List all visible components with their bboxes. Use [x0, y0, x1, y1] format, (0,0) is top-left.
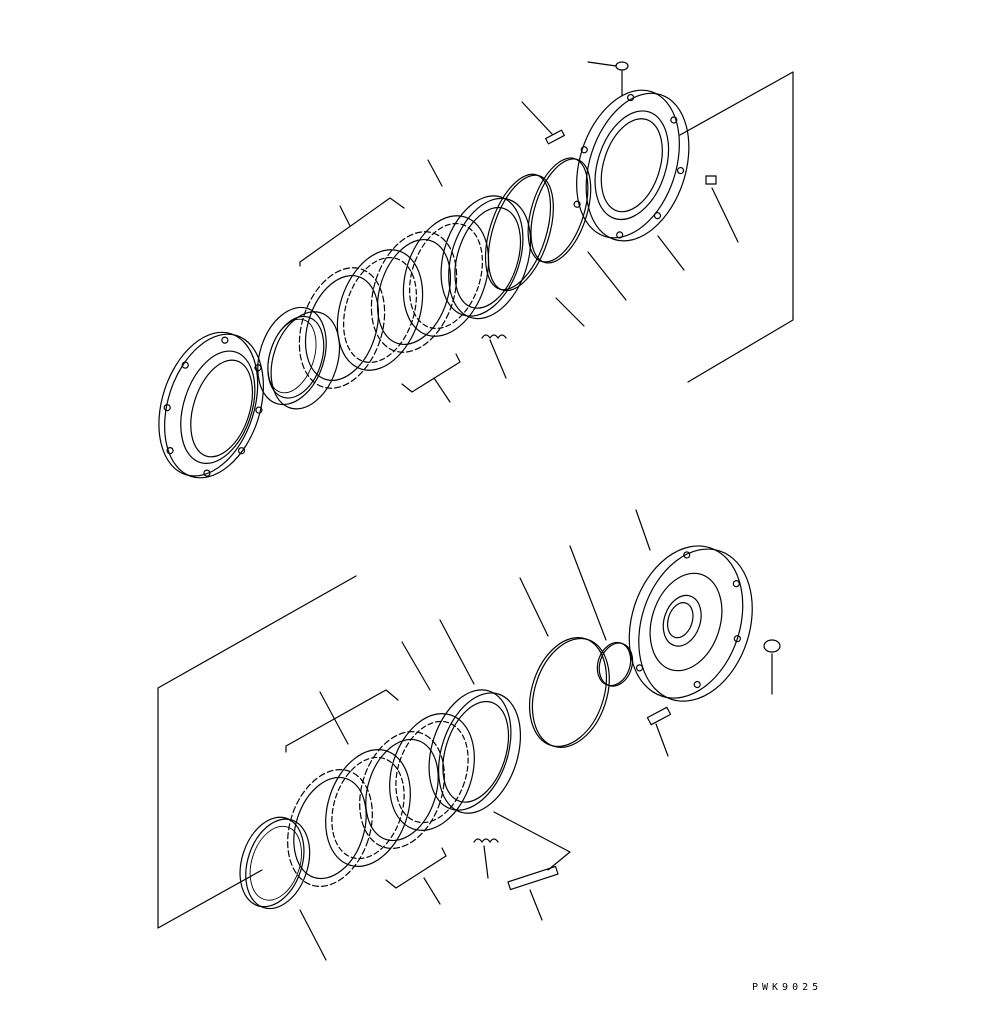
upper-boundary-line — [680, 72, 793, 382]
upper-bolt — [706, 176, 738, 242]
upper-rear-housing — [558, 77, 707, 255]
lower-spring — [474, 839, 498, 878]
lower-seal-ring-small — [592, 638, 638, 690]
lower-plate-bracket-bottom — [386, 848, 446, 888]
upper-piston — [427, 185, 545, 329]
upper-seal-ring-small — [517, 151, 603, 271]
upper-hub-ring — [246, 299, 351, 418]
upper-dowel-pin — [522, 102, 564, 144]
lower-assembly — [158, 510, 780, 960]
upper-clutch-plates — [285, 205, 503, 400]
upper-front-housing — [142, 320, 282, 491]
lower-plug — [764, 640, 780, 694]
lower-housing — [611, 531, 771, 716]
upper-plate-bracket-top — [300, 198, 404, 266]
upper-leader-lines — [340, 160, 684, 402]
drawing-code: PWK9025 — [752, 982, 823, 993]
lower-plate-bracket-top — [286, 690, 398, 752]
lower-boundary-line — [158, 576, 356, 928]
lower-hub-ring — [229, 809, 320, 917]
lower-seal-ring-large — [516, 628, 622, 758]
lower-leader-lines — [300, 510, 650, 960]
lower-dowel-pin — [647, 707, 670, 756]
lower-piston — [415, 679, 535, 824]
upper-plug — [588, 62, 628, 96]
upper-assembly — [142, 62, 793, 491]
upper-plate-bracket-bottom — [402, 354, 460, 392]
upper-seal-ring-large — [473, 166, 566, 298]
upper-spring — [482, 335, 506, 378]
lower-guide-pin — [494, 812, 570, 920]
